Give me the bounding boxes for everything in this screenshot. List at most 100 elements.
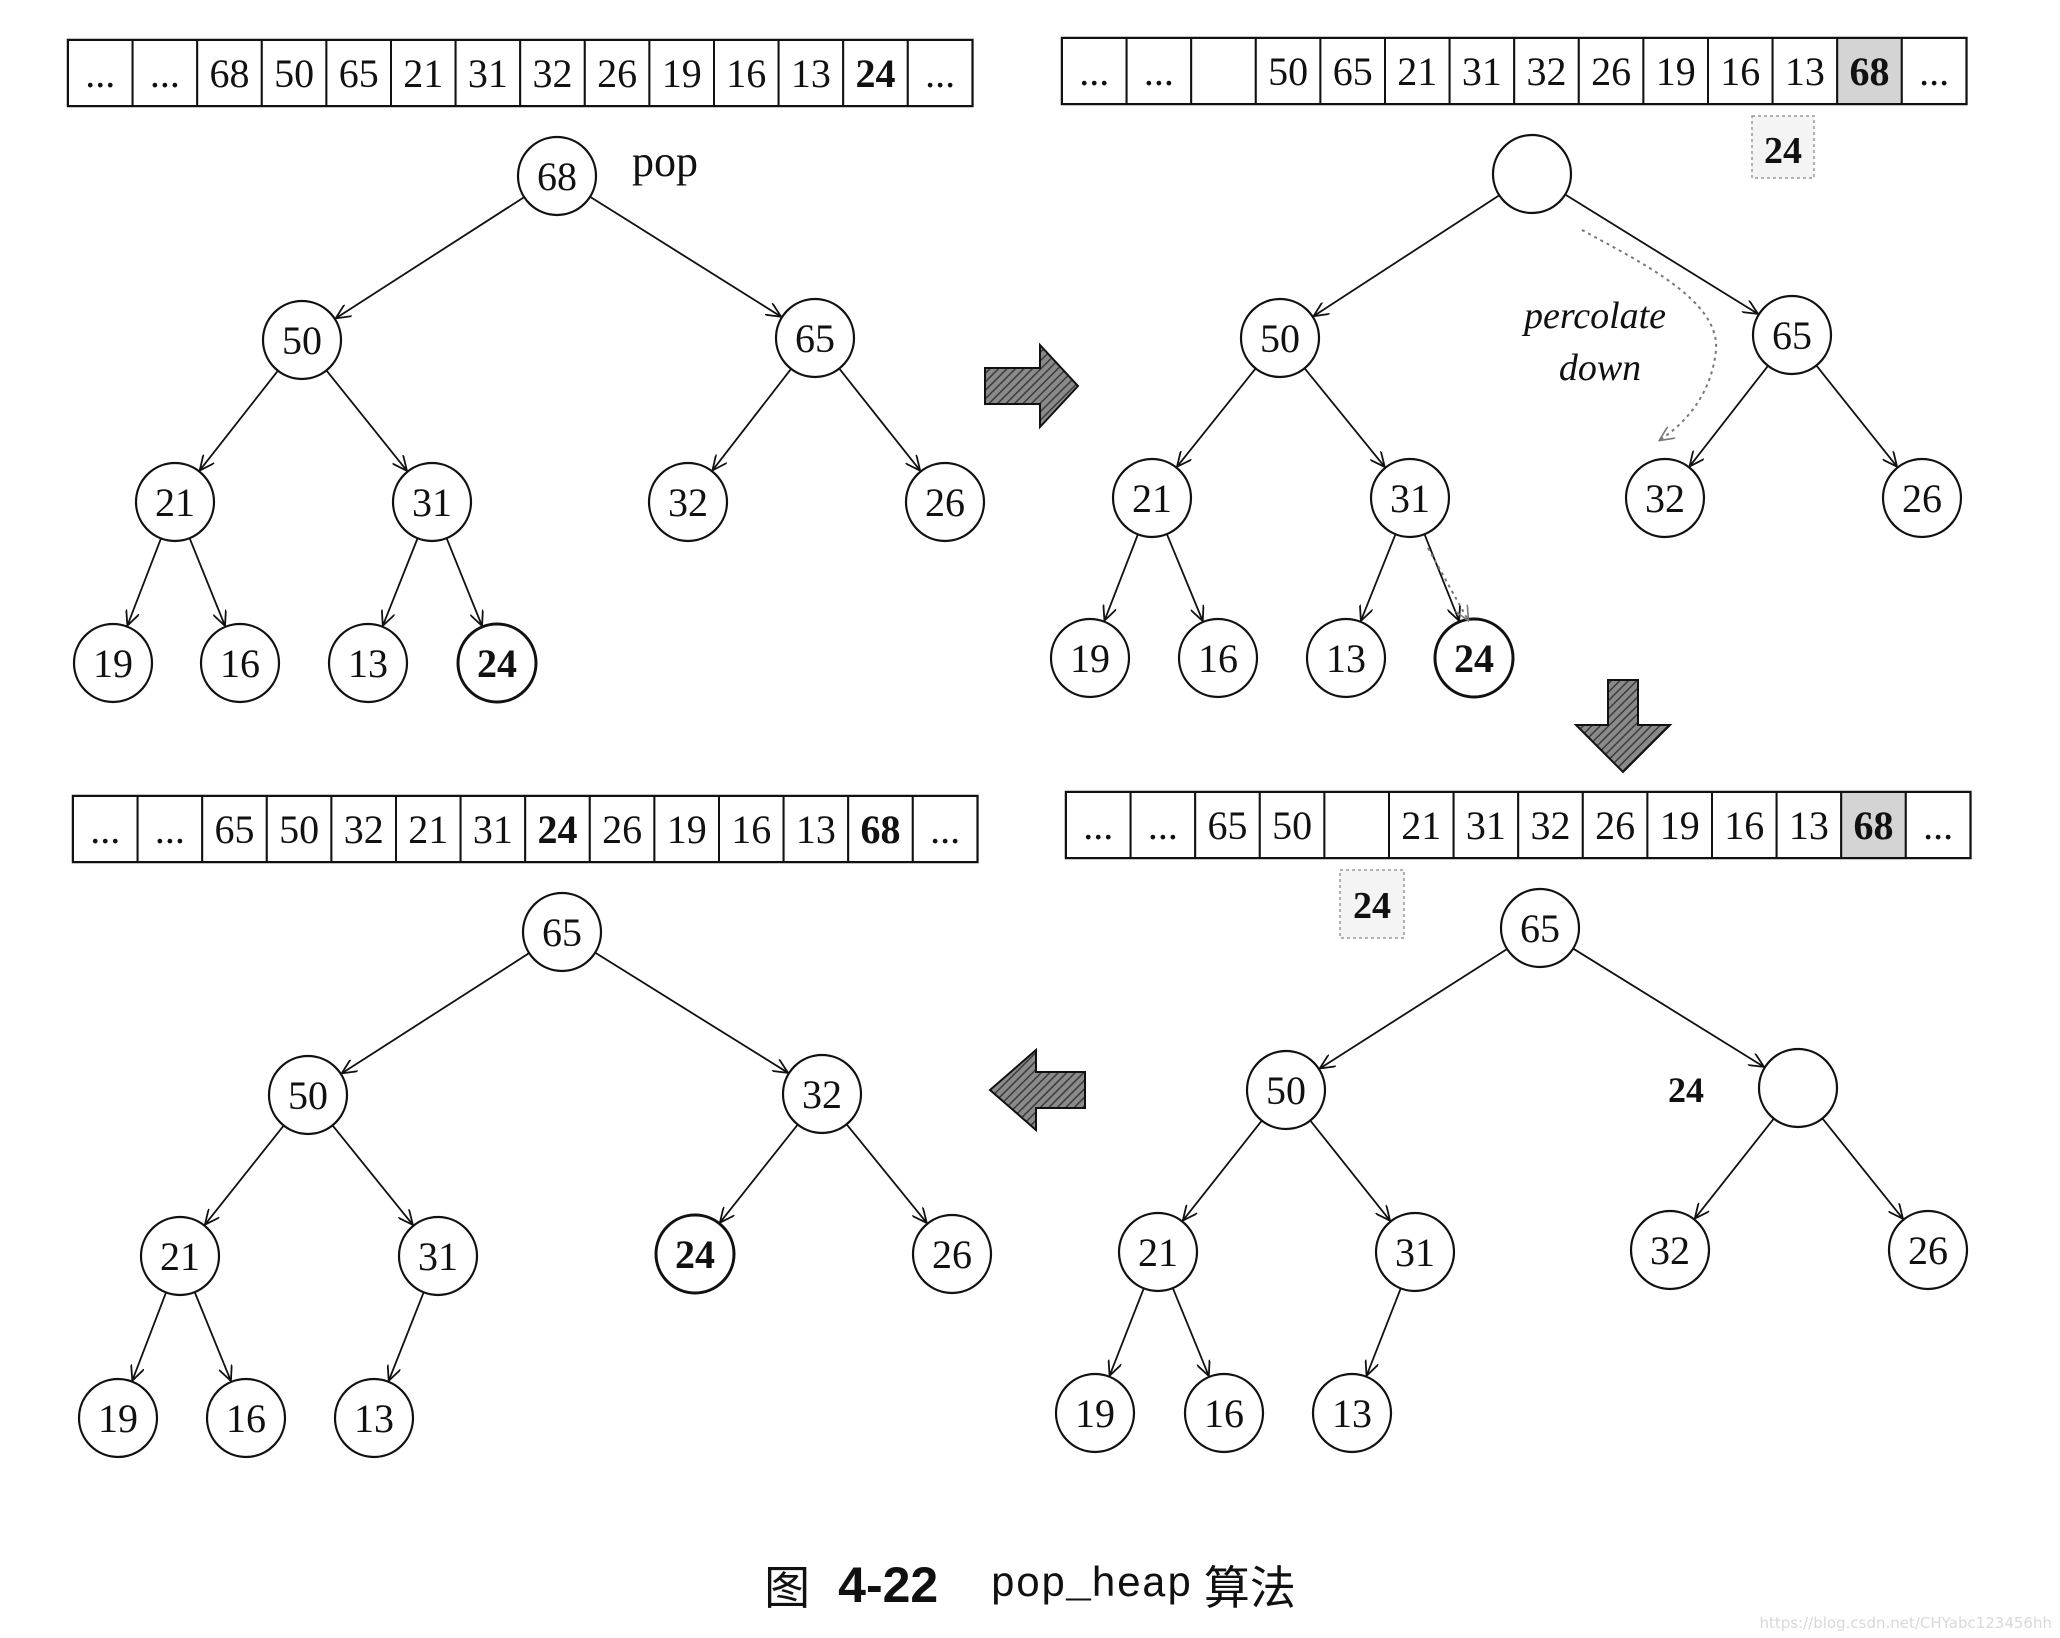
tree-edge xyxy=(1166,533,1202,620)
array-cell xyxy=(588,795,656,863)
array-cell xyxy=(1771,37,1839,105)
array-cell-value: 65 xyxy=(1208,803,1248,848)
array-cell-value: 19 xyxy=(667,807,707,852)
array-cell xyxy=(390,39,457,107)
tree-node xyxy=(911,1213,993,1295)
tree-node-value: 26 xyxy=(932,1232,972,1277)
tree-edge xyxy=(1572,947,1763,1067)
array-cell xyxy=(1061,37,1128,105)
array-cell-value: 26 xyxy=(1595,803,1635,848)
tree-edge xyxy=(1183,1120,1263,1220)
tree-node-value: 26 xyxy=(925,480,965,525)
array-cell xyxy=(1125,37,1193,105)
tree-node-value: 65 xyxy=(1520,906,1560,951)
tree-node xyxy=(1239,297,1321,379)
array-cell-value: 50 xyxy=(1268,49,1308,94)
tree-node-value: 32 xyxy=(1645,476,1685,521)
tree-node xyxy=(1629,1209,1711,1291)
tree-node-value: 32 xyxy=(802,1072,842,1117)
array-cell-value: 13 xyxy=(796,807,836,852)
tree-node xyxy=(139,1215,221,1297)
array-cell-value: 68 xyxy=(210,51,250,96)
tree-node-value: 68 xyxy=(537,154,577,199)
array-cell-value: 21 xyxy=(1397,49,1437,94)
tree-node xyxy=(1117,1211,1199,1293)
tree-edge xyxy=(1309,1119,1389,1220)
array-cell-value: ... xyxy=(1079,49,1109,94)
array-cell xyxy=(265,795,333,863)
caption-tail: 算法 xyxy=(1203,1561,1296,1615)
tree-node xyxy=(1111,457,1193,539)
array-cell xyxy=(1190,37,1257,105)
array-cell-value: ... xyxy=(930,807,960,852)
tree-node xyxy=(397,1215,479,1297)
array-cell-value: 50 xyxy=(274,51,314,96)
array-cell xyxy=(911,795,979,863)
tree-edge xyxy=(133,1292,167,1379)
tree-node-value: 13 xyxy=(348,641,388,686)
tree-node xyxy=(1183,1372,1265,1454)
array-cell-value: 24 xyxy=(538,807,578,852)
tree-node-value: 16 xyxy=(220,641,260,686)
tree-node-value: 31 xyxy=(418,1234,458,1279)
tree-node-value: 19 xyxy=(1070,636,1110,681)
tree-node-value: 50 xyxy=(282,318,322,363)
array-cell-value: 16 xyxy=(1724,803,1764,848)
watermark: https://blog.csdn.net/CHYabc123456hh xyxy=(1759,1614,2052,1632)
array-cell-value: 13 xyxy=(791,51,831,96)
tree-node-value: 31 xyxy=(1390,476,1430,521)
array-cell xyxy=(201,795,268,863)
array-cell-value: 16 xyxy=(731,807,771,852)
transition-arrow-down xyxy=(1573,679,1673,774)
tree-node xyxy=(327,622,409,704)
tree-node-value: 26 xyxy=(1902,476,1942,521)
array-cell-value: 50 xyxy=(279,807,319,852)
tree-edge xyxy=(845,1123,927,1222)
array-cell-value: ... xyxy=(1144,49,1174,94)
tree-edge xyxy=(389,1291,425,1380)
array-cell-value: 31 xyxy=(1462,49,1502,94)
array-cell xyxy=(1194,791,1261,859)
tree-edge xyxy=(1367,1287,1402,1375)
tree-node xyxy=(1881,457,1963,539)
array-cell xyxy=(454,39,522,107)
tree-edge xyxy=(1303,367,1385,466)
tree-node xyxy=(1624,457,1706,539)
tree-edge xyxy=(594,951,787,1073)
array-cell-value: 65 xyxy=(1333,49,1373,94)
tree-node xyxy=(774,297,856,379)
tree-node-value: 31 xyxy=(412,480,452,525)
tree-node-value: 32 xyxy=(1650,1228,1690,1273)
array-cell xyxy=(67,39,134,107)
tree-edge xyxy=(1178,367,1257,466)
array-cell-value: ... xyxy=(1083,803,1113,848)
array-cell xyxy=(330,795,397,863)
array-cell xyxy=(713,39,780,107)
array-cell-value: ... xyxy=(90,807,120,852)
tree-node-value: 24 xyxy=(477,641,517,686)
array-cell-value: ... xyxy=(1919,49,1949,94)
held-value: 24 xyxy=(1764,130,1802,172)
array-cell xyxy=(1517,791,1584,859)
array-cell-value: 16 xyxy=(726,51,766,96)
tree-edge xyxy=(343,952,530,1073)
tree-edge xyxy=(1361,533,1397,620)
array-cell xyxy=(1775,791,1843,859)
array-cell-value: 32 xyxy=(533,51,573,96)
tree-node-value: 26 xyxy=(1908,1228,1948,1273)
array-cell xyxy=(1646,791,1714,859)
array-cell-value: 31 xyxy=(1466,803,1506,848)
array-cell-value: 24 xyxy=(856,51,896,96)
array-cell xyxy=(459,795,527,863)
array-cell xyxy=(1065,791,1132,859)
array-cell-value: 19 xyxy=(662,51,702,96)
tree-edge xyxy=(1314,194,1500,315)
array-cell xyxy=(1448,37,1516,105)
array-cell-value: 21 xyxy=(403,51,443,96)
tree-edge xyxy=(128,538,162,624)
tree-edge xyxy=(1815,364,1896,465)
tree-node xyxy=(261,299,343,381)
caption-number: 4-22 xyxy=(838,1557,939,1613)
array-cell-value: 65 xyxy=(215,807,255,852)
